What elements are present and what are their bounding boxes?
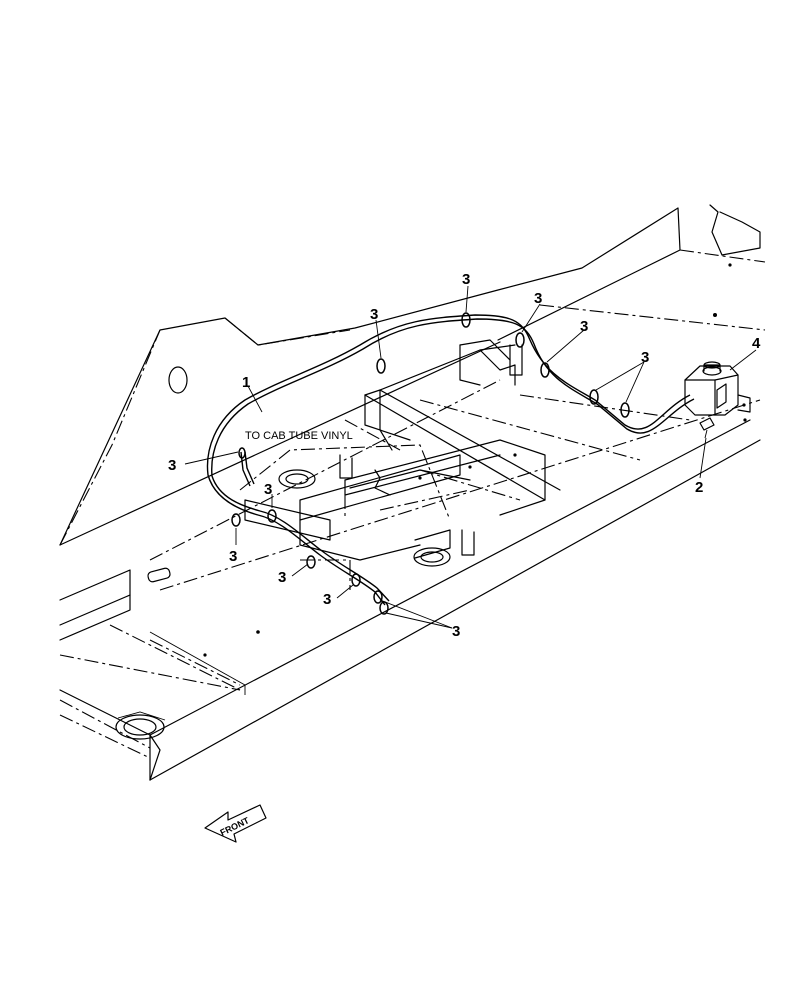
fitting-2 [699, 417, 715, 439]
callout-3: 3 [641, 349, 649, 366]
reservoir-tank-4 [684, 361, 751, 416]
callout-1: 1 [242, 374, 250, 391]
clip-3e [589, 389, 599, 405]
callout-3: 3 [580, 318, 588, 335]
clip-3i [231, 513, 241, 527]
callout-4: 4 [752, 335, 761, 352]
callout-2: 2 [695, 479, 703, 496]
callout-3: 3 [168, 457, 176, 474]
main-frame-rails [59, 341, 761, 781]
callout-3: 3 [264, 481, 272, 498]
clip-3h [267, 509, 277, 523]
clip-3l [373, 590, 383, 604]
callout-labels: 3 3 3 3 3 4 1 3 3 3 3 3 3 2 [168, 271, 761, 640]
callout-3: 3 [323, 591, 331, 608]
upper-frame [59, 204, 766, 546]
boom-pin-hole [168, 366, 188, 394]
callout-3: 3 [229, 548, 237, 565]
clip-3j [306, 555, 316, 569]
callout-3: 3 [370, 306, 378, 323]
callout-3: 3 [462, 271, 470, 288]
callout-3: 3 [534, 290, 542, 307]
hose-line-1 [206, 314, 695, 606]
clip-3g [238, 447, 246, 459]
clip-3c [376, 358, 386, 374]
center-crossmembers [239, 339, 691, 590]
front-direction-arrow: FRONT [204, 804, 267, 843]
frame-bolt-holes [203, 263, 747, 657]
clip-3b [515, 332, 525, 348]
clip-3k [351, 573, 361, 587]
front-label: FRONT [218, 815, 251, 838]
note-to-cab-tube-vinyl: TO CAB TUBE VINYL [245, 430, 353, 442]
clip-3f [620, 402, 630, 418]
callout-3: 3 [452, 623, 460, 640]
clip-3d [540, 362, 550, 378]
callout-3: 3 [278, 569, 286, 586]
clip-3a [461, 312, 471, 328]
hose-clips [231, 312, 630, 615]
leader-lines [184, 285, 757, 629]
